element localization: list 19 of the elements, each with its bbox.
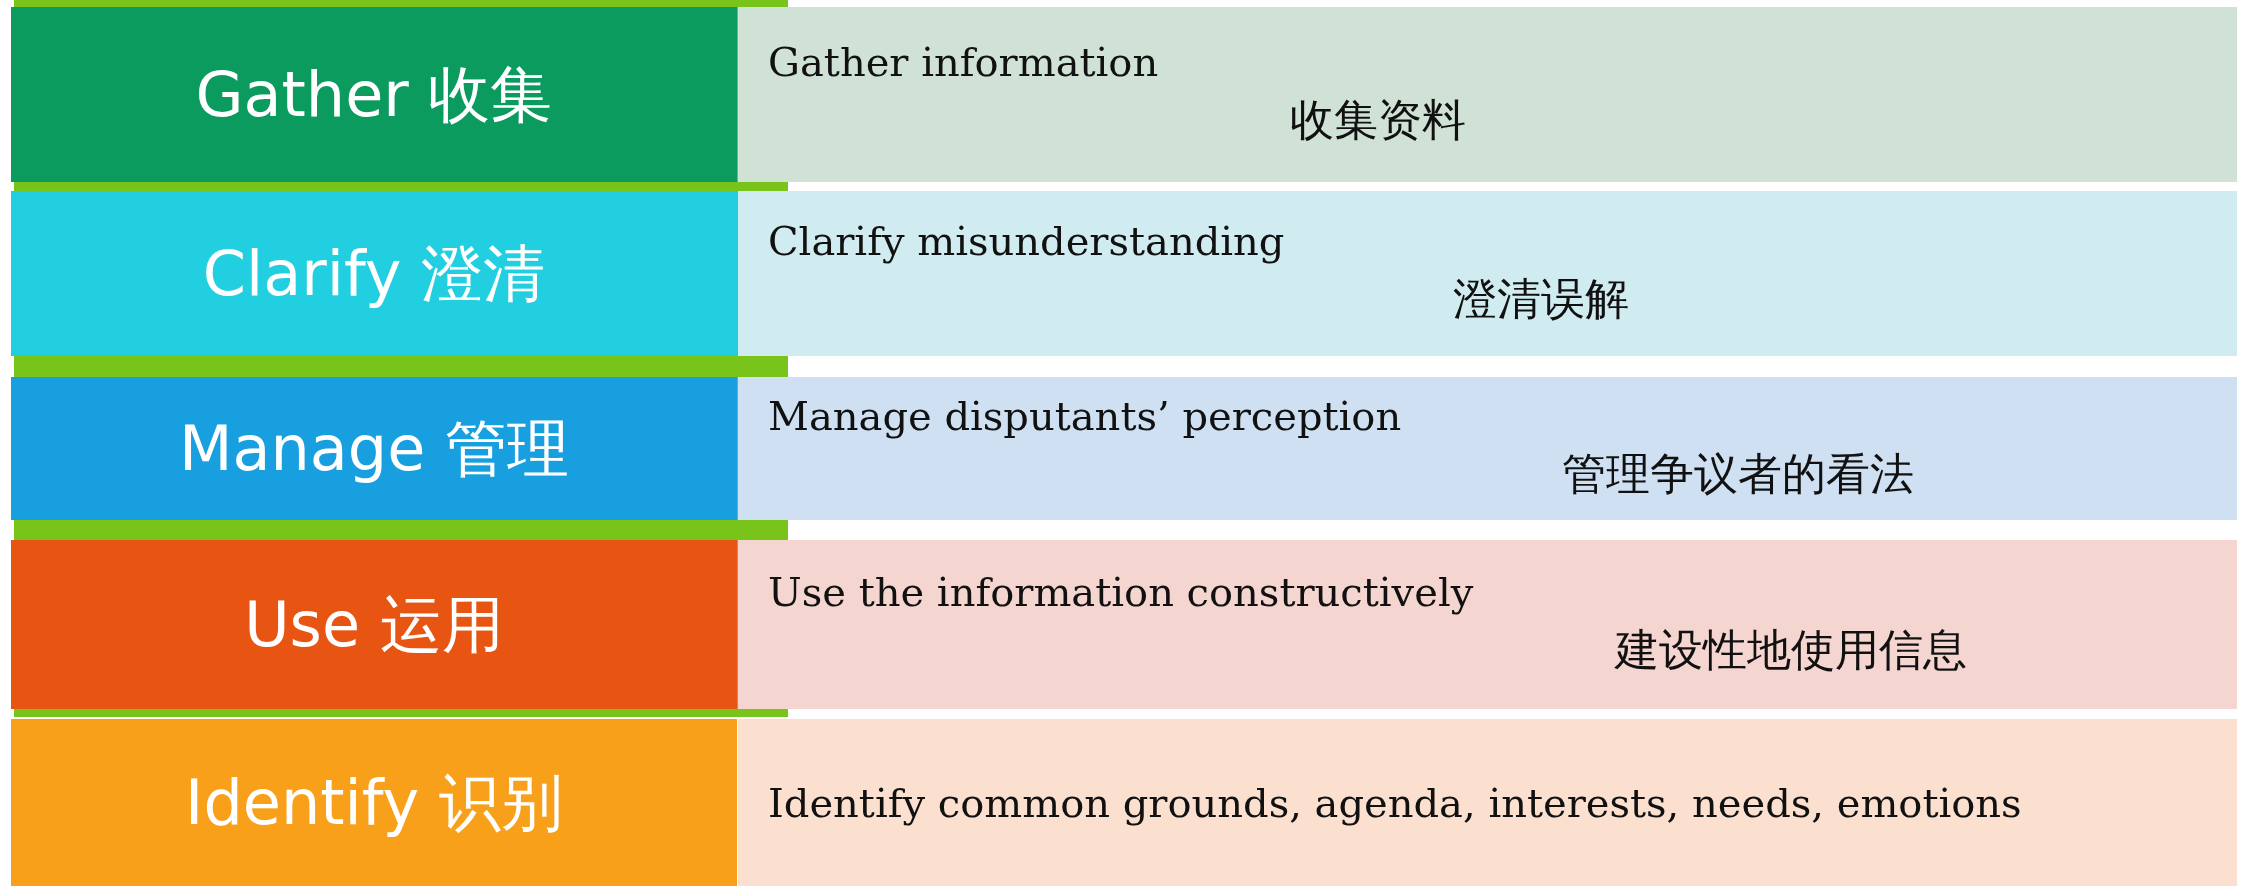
description-band — [738, 719, 2237, 886]
description-band — [738, 191, 2237, 356]
description-text: Use the information constructively — [768, 569, 1475, 615]
step-box: Use 运用 — [11, 540, 737, 709]
description-band — [738, 7, 2237, 182]
description-text: Gather information — [768, 39, 1160, 85]
translation-text: 收集资料 — [1290, 93, 1467, 147]
description-band — [738, 377, 2237, 520]
description-text: Clarify misunderstanding — [768, 218, 1286, 264]
translation-text: 管理争议者的看法 — [1562, 447, 1915, 501]
translation-text: 建设性地使用信息 — [1615, 623, 1968, 677]
step-box: Clarify 澄清 — [11, 191, 737, 356]
step-box: Gather 收集 — [11, 7, 737, 182]
description-text: Manage disputants’ perception — [768, 393, 1403, 439]
description-band — [738, 540, 2237, 709]
description-text: Identify common grounds, agenda, interests, needs, emotions — [768, 779, 2023, 826]
translation-text: 澄清误解 — [1453, 272, 1630, 326]
step-box: Identify 识别 — [11, 719, 737, 886]
step-box: Manage 管理 — [11, 377, 737, 520]
